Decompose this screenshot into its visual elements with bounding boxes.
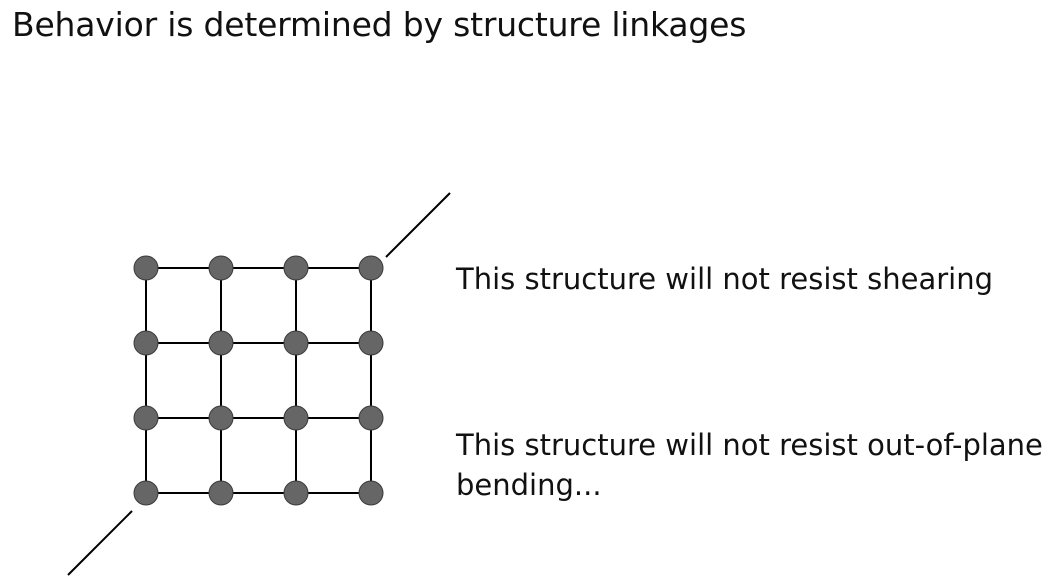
grid-node <box>208 405 234 431</box>
grid-node <box>133 405 159 431</box>
grid-node <box>208 330 234 356</box>
grid-node <box>358 255 384 281</box>
diagonal-line-bottom-left <box>67 510 133 576</box>
diagonal-lines <box>67 192 451 576</box>
slide-title: Behavior is determined by structure link… <box>12 5 747 44</box>
grid-node <box>283 255 309 281</box>
shear-statement: This structure will not resist shearing <box>456 259 993 299</box>
grid-node <box>358 480 384 506</box>
grid-node <box>358 330 384 356</box>
grid-node <box>133 330 159 356</box>
grid-node <box>283 480 309 506</box>
grid-node <box>208 255 234 281</box>
grid-node <box>133 255 159 281</box>
grid-node <box>358 405 384 431</box>
diagonal-line-top-right <box>385 192 451 258</box>
grid-node <box>283 405 309 431</box>
grid-edges <box>145 267 372 494</box>
grid-nodes <box>133 255 384 506</box>
bending-statement-line-2: bending... <box>456 468 602 502</box>
shear-statement-text: This structure will not resist shearing <box>456 262 993 296</box>
bending-statement-line-1: This structure will not resist out-of-pl… <box>456 428 1043 462</box>
bending-statement: This structure will not resist out-of-pl… <box>456 425 1043 505</box>
grid-node <box>283 330 309 356</box>
grid-node <box>133 480 159 506</box>
grid-node <box>208 480 234 506</box>
